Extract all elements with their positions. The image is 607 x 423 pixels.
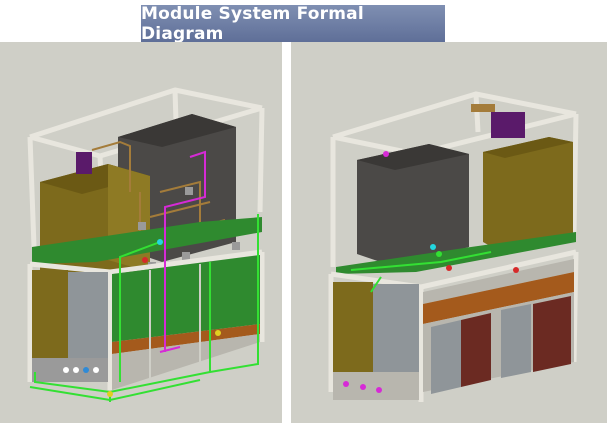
red-marker — [142, 257, 148, 263]
side-cabinet — [423, 259, 574, 394]
lower-frame — [328, 249, 579, 402]
cyan-marker — [157, 239, 163, 245]
green-marker — [436, 251, 442, 257]
yellow-marker — [215, 330, 221, 336]
front-cabinet — [333, 282, 419, 400]
diagram-title: Module System Formal Diagram — [141, 3, 445, 44]
view-divider — [282, 42, 291, 423]
dark-tank — [357, 144, 469, 267]
side-cabinet — [112, 255, 260, 390]
front-cabinet — [32, 270, 108, 382]
red-marker — [446, 265, 452, 271]
left-module-drawing — [27, 87, 265, 402]
yellow-marker-bottom — [107, 391, 113, 397]
top-cylinder — [471, 104, 525, 138]
left-view-panel — [0, 42, 282, 423]
lower-frame — [27, 249, 265, 390]
green-pipes — [29, 214, 259, 402]
right-module-drawing — [328, 91, 579, 402]
magenta-pipes — [159, 150, 206, 353]
right-view-panel — [291, 42, 607, 423]
diagram-title-text: Module System Formal Diagram — [141, 3, 364, 44]
red-marker-2 — [513, 267, 519, 273]
green-deck — [336, 232, 576, 274]
cyan-marker — [430, 244, 436, 250]
magenta-marker — [383, 151, 389, 157]
green-deck — [32, 217, 262, 264]
olive-tank — [483, 137, 573, 252]
green-pipes — [350, 251, 492, 293]
